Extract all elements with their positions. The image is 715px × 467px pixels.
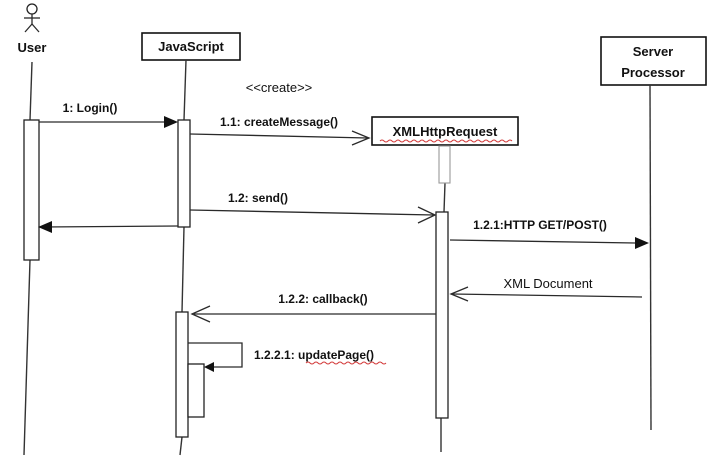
javascript-activation-1: [177, 119, 191, 228]
login-message-label: 1: Login(): [63, 101, 118, 115]
server-label-line1: Server: [633, 44, 673, 59]
update-page-spellcheck-underline: [305, 361, 387, 365]
create-message-arrowhead: [351, 130, 371, 146]
http-arrowhead: [635, 237, 649, 249]
login-arrowhead: [164, 116, 178, 128]
xml-document-label: XML Document: [503, 276, 592, 291]
javascript-self-activation: [187, 363, 205, 418]
javascript-lifeline-top: [183, 59, 187, 121]
create-message-arrow-line: [189, 133, 369, 139]
update-page-message-label: 1.2.2.1: updatePage(): [254, 348, 374, 362]
xhr-creation-bar: [438, 145, 451, 184]
send-arrowhead: [417, 206, 437, 224]
return-to-user-line: [41, 225, 179, 228]
user-activation: [23, 119, 40, 261]
javascript-lifeline-mid: [181, 226, 185, 313]
javascript-label: JavaScript: [158, 39, 224, 54]
javascript-activation-2: [175, 311, 189, 438]
callback-message-label: 1.2.2: callback(): [278, 292, 367, 306]
server-label-line2: Processor: [621, 65, 685, 80]
update-page-arrowhead: [204, 362, 214, 372]
javascript-box: [141, 32, 241, 61]
user-label: User: [18, 40, 47, 55]
spellcheck-underline: [379, 139, 513, 143]
return-to-user-arrowhead: [38, 221, 52, 233]
create-stereotype-label: <<create>>: [246, 80, 313, 95]
xhr-label: XMLHttpRequest: [393, 124, 498, 139]
http-message-label: 1.2.1:HTTP GET/POST(): [473, 218, 607, 232]
server-lifeline: [649, 84, 652, 431]
create-message-label: 1.1: createMessage(): [220, 115, 338, 129]
callback-arrowhead: [190, 305, 211, 323]
xml-document-arrow-line: [451, 293, 643, 298]
update-page-self-call-line: [188, 342, 243, 368]
user-actor-icon: [24, 3, 40, 33]
xml-document-arrowhead: [449, 286, 469, 302]
send-arrow-line: [189, 209, 435, 216]
xhr-activation: [435, 211, 449, 419]
server-box: [600, 36, 707, 86]
javascript-lifeline-bottom: [179, 436, 183, 456]
user-lifeline-top: [29, 61, 33, 121]
xhr-lifeline-top: [443, 182, 446, 213]
user-lifeline-bottom: [23, 259, 31, 456]
http-arrow-line: [449, 239, 636, 244]
send-message-label: 1.2: send(): [228, 191, 288, 205]
